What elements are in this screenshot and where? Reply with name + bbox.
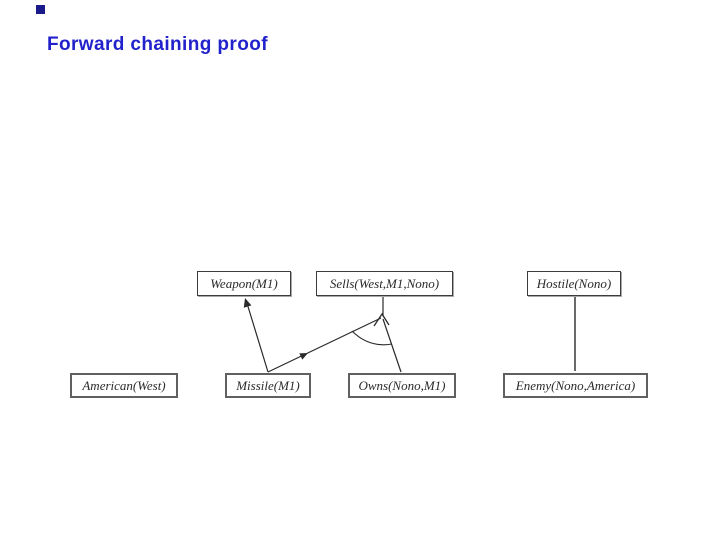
- node-hostile: Hostile(Nono): [527, 271, 621, 296]
- arrowhead-weapon: [243, 298, 252, 308]
- arrowhead-sells-junction: [373, 312, 390, 327]
- edge-missile-weapon: [245, 299, 269, 373]
- edge-owns-sells-branch: [382, 318, 402, 373]
- node-enemy: Enemy(Nono,America): [503, 373, 648, 398]
- node-missile: Missile(M1): [225, 373, 311, 398]
- title-bullet-square: [36, 5, 45, 14]
- page-title: Forward chaining proof: [47, 34, 268, 55]
- arrowhead-missile-branch: [299, 353, 308, 360]
- node-weapon: Weapon(M1): [197, 271, 291, 296]
- edge-missile-sells-branch: [267, 317, 382, 373]
- node-sells: Sells(West,M1,Nono): [316, 271, 453, 296]
- conjunction-arc: [351, 330, 393, 346]
- node-american: American(West): [70, 373, 178, 398]
- node-owns: Owns(Nono,M1): [348, 373, 456, 398]
